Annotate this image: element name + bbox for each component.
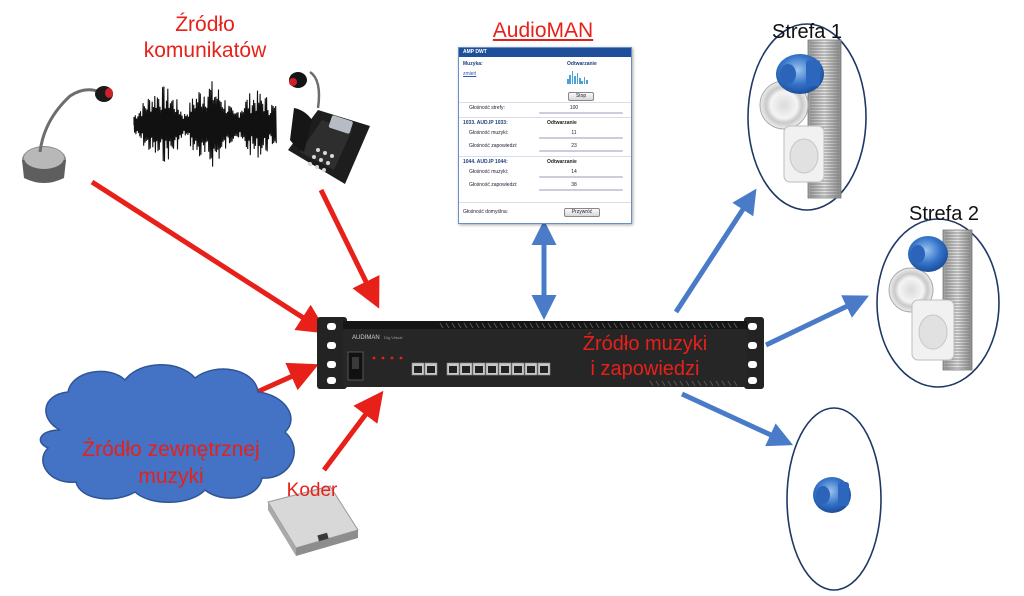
arrow-coder-to-amp [322, 390, 384, 472]
device1-label: 1033. AUD.IP 1033: [463, 120, 508, 126]
device2-ann-label: Głośność zapowiedzi: [469, 182, 518, 188]
restore-button[interactable]: Przywróć [564, 208, 600, 217]
device2-ann-value: 38 [571, 182, 577, 188]
stop-button[interactable]: Stop [568, 92, 594, 101]
waveform-icon [133, 81, 277, 167]
device2-music-value: 14 [571, 169, 577, 175]
arrow-mic-to-amp [90, 179, 328, 334]
arrow-amp-to-zone2 [764, 295, 870, 348]
zone1-label: Strefa 1 [772, 21, 843, 43]
panel-title: AMP DWT [459, 48, 631, 57]
zone-volume-label: Głośność strefy: [469, 105, 505, 111]
audioman-panel[interactable]: AMP DWT Muzyka: zmień Odtwarzanie Stop G… [458, 47, 632, 224]
change-link[interactable]: zmień [463, 71, 477, 77]
device-model: Dig.Virtual [384, 335, 402, 340]
cloud-icon [39, 364, 295, 503]
device1-ann-value: 23 [571, 143, 577, 149]
zone-volume-slider[interactable] [539, 112, 623, 114]
zone-1 [747, 23, 867, 211]
zone-2 [876, 218, 1000, 388]
zone2-label: Strefa 2 [909, 203, 980, 225]
horn-speaker-icon [813, 477, 851, 513]
zone-3 [786, 407, 882, 591]
arrow-phone-to-amp [318, 188, 380, 309]
output-arrows [531, 188, 870, 447]
device2-music-label: Głośność muzyki: [469, 169, 509, 175]
status-text: Odtwarzanie [567, 61, 597, 67]
device2-status: Odtwarzanie [547, 159, 577, 165]
coder-label: Koder [286, 480, 338, 501]
device1-music-value: 11 [571, 130, 577, 136]
equalizer-icon [567, 70, 589, 84]
source-messages-label: Źródło komunikatów [143, 13, 267, 62]
device1-music-label: Głośność muzyki: [469, 130, 509, 136]
amplifier-overlay-label: Źródło muzyki i zapowiedzi [582, 333, 708, 380]
device1-ann-slider[interactable] [539, 150, 623, 152]
external-music-label: Źródło zewnętrznej muzyki [82, 438, 260, 488]
device2-music-slider[interactable] [539, 176, 623, 178]
ethernet-ports [411, 362, 551, 376]
music-label: Muzyka: [463, 61, 483, 67]
encoder-icon [267, 485, 359, 556]
speaker-group-icon [759, 39, 842, 199]
device1-status: Odtwarzanie [547, 120, 577, 126]
amplifier-icon[interactable]: AUDIMAN Dig.Virtual [317, 317, 764, 389]
zone-volume-value: 100 [569, 105, 579, 111]
speaker-group-icon [888, 229, 973, 371]
device2-label: 1044. AUD.IP 1044: [463, 159, 508, 165]
audioman-label: AudioMAN [492, 19, 594, 42]
microphone-icon [22, 86, 113, 183]
device1-music-slider[interactable] [539, 137, 623, 139]
device1-ann-label: Głośność zapowiedzi: [469, 143, 518, 149]
default-volume-label: Głośność domyślna: [463, 209, 509, 215]
device2-ann-slider[interactable] [539, 189, 623, 191]
arrow-amp-to-zone1 [673, 188, 757, 314]
desk-phone-icon [288, 70, 370, 184]
arrow-amp-to-zone3 [680, 391, 794, 447]
device-brand: AUDIMAN [352, 335, 380, 341]
